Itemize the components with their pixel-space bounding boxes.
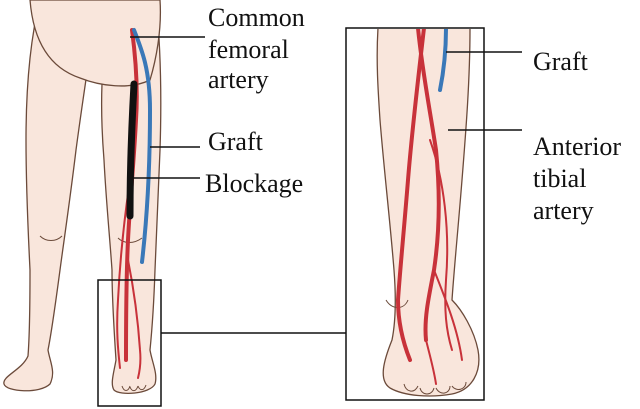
blockage-segment	[130, 84, 134, 216]
label-anterior-tibial-1: Anterior	[533, 133, 621, 160]
zoom-leg-skin	[377, 28, 479, 396]
label-graft-right: Graft	[533, 48, 588, 75]
label-anterior-tibial-2: tibial	[533, 165, 586, 192]
label-anterior-tibial-3: artery	[533, 197, 594, 224]
label-common-femoral-3: artery	[208, 66, 269, 93]
label-common-femoral-1: Common	[208, 4, 305, 31]
zoom-leg-figure	[377, 28, 479, 396]
label-graft-left: Graft	[208, 128, 263, 155]
label-common-femoral-2: femoral	[208, 36, 289, 63]
left-leg-figure	[4, 0, 161, 393]
label-blockage: Blockage	[205, 170, 303, 197]
